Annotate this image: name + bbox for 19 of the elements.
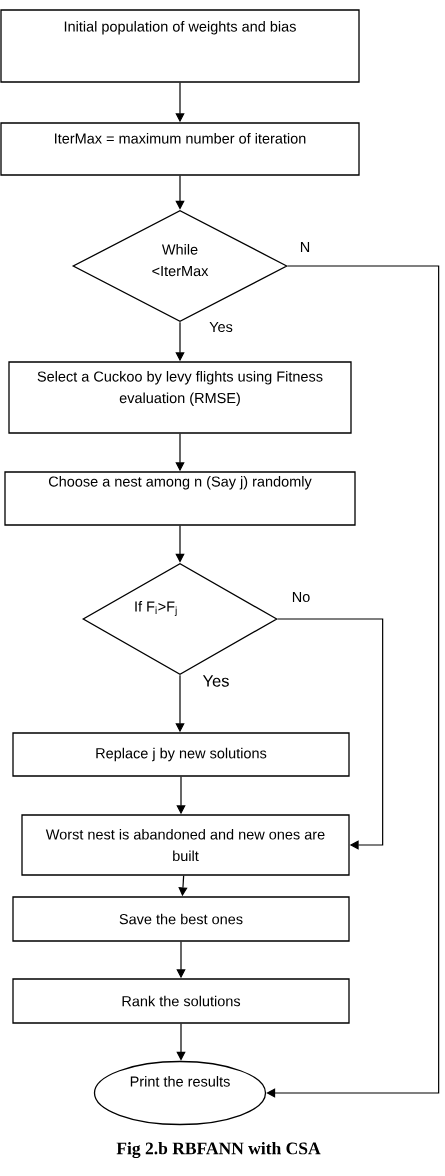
process-box: Select a Cuckoo by levy flights using Fitness evaluation (RMSE): [8, 361, 352, 434]
arrow: [266, 265, 440, 1098]
caption: Fig 2.b RBFANN with CSA: [116, 1142, 321, 1158]
arrow: [175, 525, 185, 563]
process-box: IterMax = maximum number of iteration: [0, 122, 360, 176]
process-box: Worst nest is abandoned and new ones are built: [21, 814, 350, 876]
process-box: Choose a nest among n (Say j) randomly: [4, 471, 356, 526]
process-box: Rank the solutions: [12, 978, 350, 1024]
arrow: [277, 618, 384, 850]
edge-label: No: [290, 590, 312, 604]
arrow: [175, 175, 185, 210]
edge-label: Yes: [208, 320, 234, 334]
edge-label: Yes: [201, 674, 231, 688]
process-box: Initial population of weights and bias: [0, 9, 360, 83]
process-box: Replace j by new solutions: [12, 732, 350, 777]
process-box: Save the best ones: [12, 896, 350, 942]
edge-label: N: [298, 241, 312, 253]
arrow: [176, 1023, 186, 1061]
terminal-oval: Print the results: [93, 1060, 267, 1126]
